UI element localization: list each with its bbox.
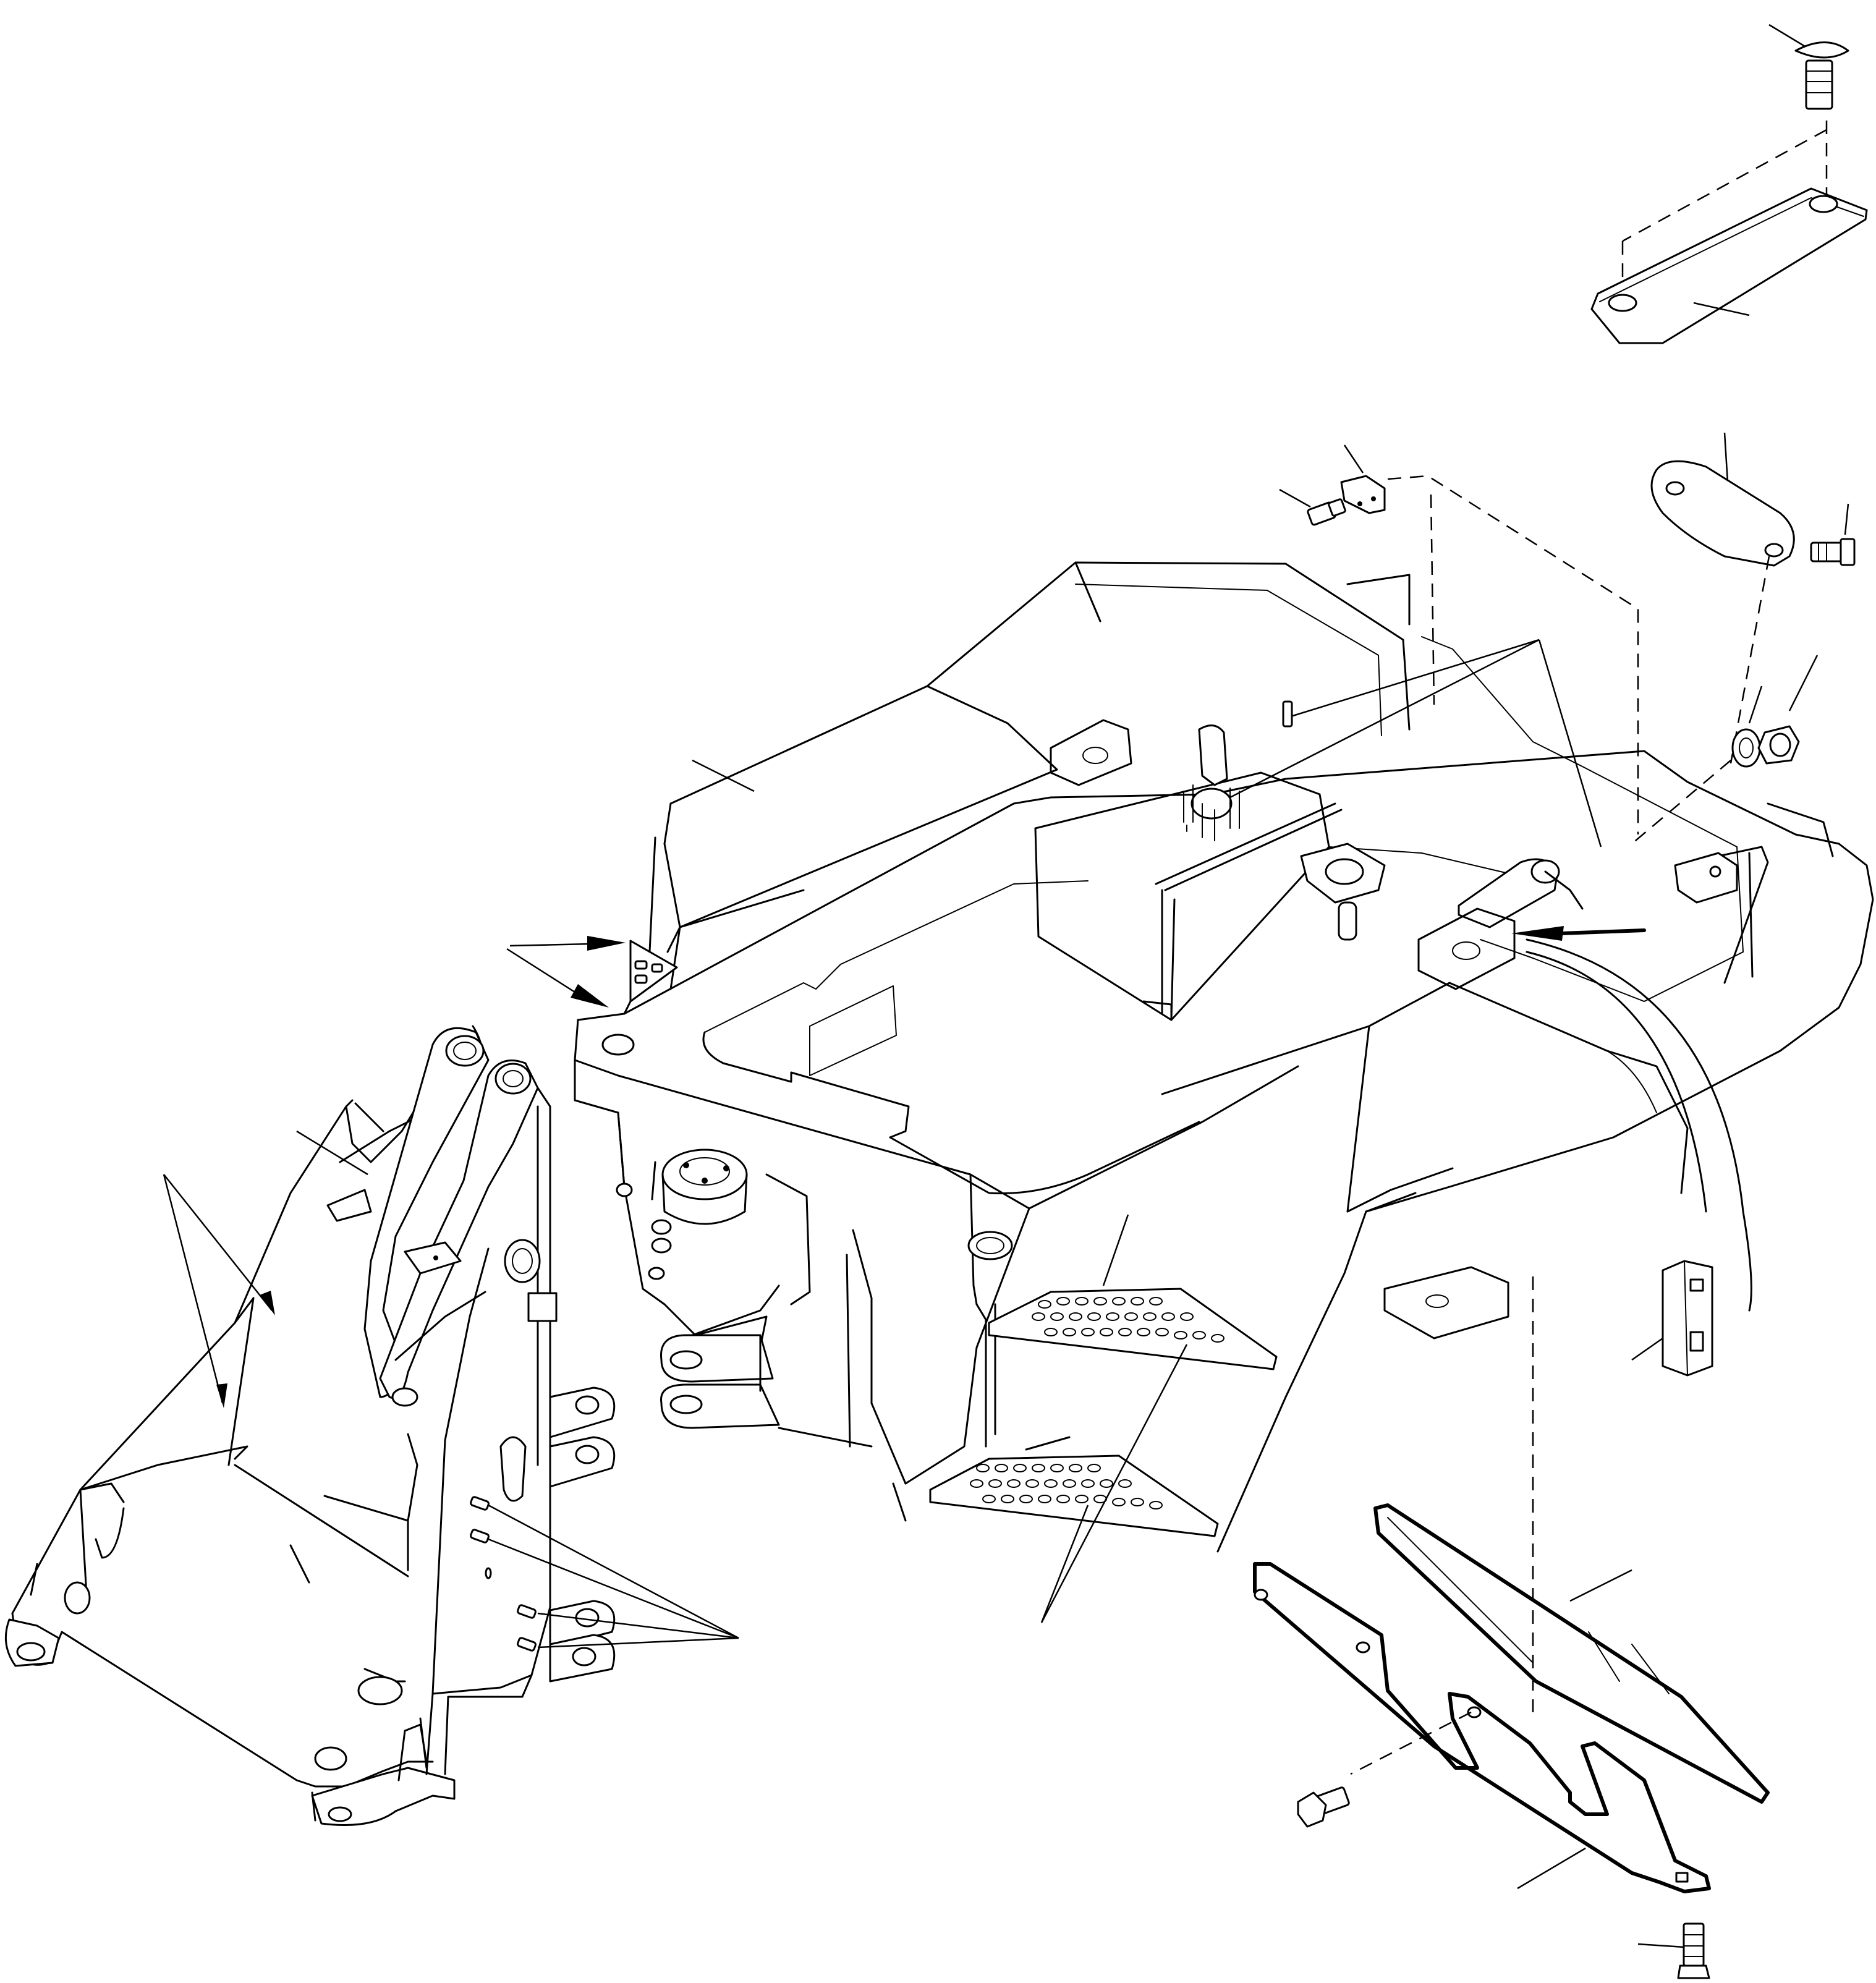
- leader-line: [1538, 639, 1602, 847]
- bolt-icon: [1307, 498, 1346, 526]
- bracket: [1340, 475, 1386, 514]
- washer-icon: [1731, 728, 1761, 768]
- leader-line: [1637, 1943, 1685, 1948]
- plug-assembly: [1631, 655, 1819, 844]
- leader-line: [163, 1174, 273, 1311]
- assembly-line: [1730, 556, 1770, 764]
- leader-line: [1569, 1569, 1632, 1602]
- leader-line: [1279, 488, 1311, 508]
- bolt-icon: [1810, 538, 1856, 566]
- leader-line: [537, 1637, 739, 1649]
- steps: [929, 1214, 1278, 1623]
- hitch-pin: [1674, 852, 1738, 904]
- cover-plate-assembly: [1590, 23, 1868, 344]
- leader-line: [692, 759, 755, 792]
- clevis-lug: [660, 1383, 780, 1429]
- plug-icon: [1757, 725, 1800, 765]
- assembly-line: [1430, 494, 1435, 705]
- leader-line: [1517, 1847, 1586, 1890]
- cover-plate: [1590, 187, 1868, 344]
- leader-line: [1768, 23, 1806, 48]
- assembly-line: [1622, 129, 1827, 242]
- step-plate: [988, 1288, 1278, 1370]
- leader-line: [1040, 1505, 1089, 1623]
- leader-line: [1693, 302, 1750, 316]
- leader-line: [488, 1538, 739, 1639]
- bottom-bolt: [1297, 1711, 1472, 1828]
- countersunk-screw-icon: [1794, 41, 1849, 110]
- hitch-block: [1631, 1260, 1713, 1377]
- pivot-boss: [661, 1149, 748, 1225]
- arrow-icon: [260, 1291, 275, 1315]
- step-plate: [929, 1454, 1219, 1537]
- assembly-line: [1350, 1711, 1472, 1775]
- leader-line: [1788, 655, 1819, 711]
- bolt-icon: [1297, 1786, 1350, 1828]
- assembly-line: [1387, 475, 1639, 834]
- reference-marker: [506, 759, 755, 1008]
- assembly-line: [1631, 760, 1731, 844]
- side-lugs: [549, 1386, 616, 1683]
- stud-icons: [470, 1496, 537, 1652]
- leader-line: [1102, 1214, 1129, 1286]
- fuel-tank-cap: [1183, 724, 1240, 841]
- arrow-icon: [1511, 926, 1646, 941]
- filler-port: [1300, 843, 1386, 941]
- leader-line: [296, 1130, 368, 1176]
- leader-line: [488, 1504, 739, 1639]
- leader-line: [1229, 639, 1540, 799]
- bottom-screw: [1637, 1922, 1710, 1979]
- leader-line: [1288, 639, 1540, 718]
- leader-line: [1844, 503, 1849, 535]
- pin-icon: [1282, 700, 1293, 728]
- leader-line: [1748, 686, 1763, 724]
- front-frame: [4, 1025, 739, 1826]
- square-block: [527, 1292, 558, 1322]
- leader-line: [163, 1174, 224, 1404]
- clevis-lug: [660, 1334, 774, 1383]
- bracket-assembly: [1279, 444, 1639, 834]
- leader-line: [1723, 432, 1729, 483]
- leader-line: [1343, 444, 1364, 473]
- inspection-cover: [1650, 432, 1856, 764]
- arrow-icon: [216, 1383, 227, 1408]
- leader-line: [537, 1612, 739, 1639]
- arrow-icon: [506, 936, 626, 1008]
- leader-line: [1631, 1337, 1663, 1361]
- guard-plates: [1253, 1276, 1770, 1893]
- rear-frame: [574, 561, 1874, 1553]
- leader-line: [1040, 1344, 1188, 1623]
- bolt-icon: [1677, 1922, 1710, 1979]
